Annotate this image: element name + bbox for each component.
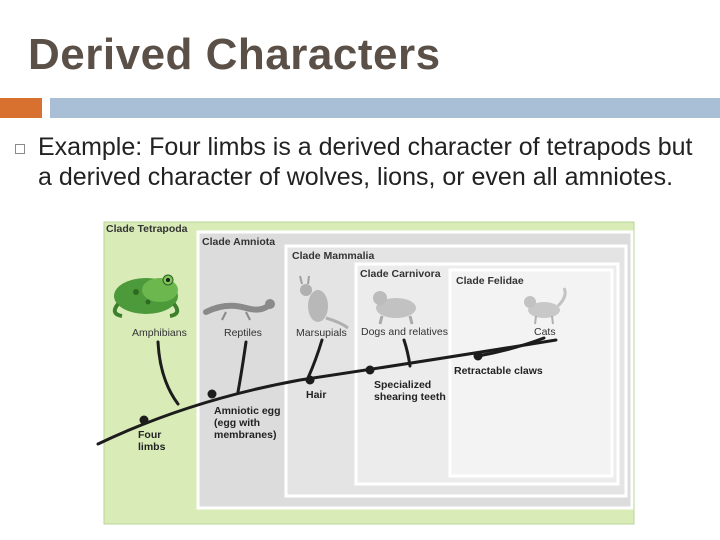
accent-bar-blue — [50, 98, 720, 118]
character-amniotic-egg: Amniotic egg (egg with membranes) — [214, 405, 283, 441]
clade-amniota-box — [196, 230, 634, 510]
clade-felidae-box — [448, 268, 614, 478]
clade-label-amniota: Clade Amniota — [202, 236, 275, 248]
bullet-square-icon — [15, 144, 25, 154]
clade-mammalia-box — [284, 244, 628, 498]
cat-illustration — [524, 287, 567, 325]
character-markers — [139, 351, 483, 425]
character-retractable-claws: Retractable claws — [454, 365, 543, 377]
clade-label-felidae: Clade Felidae — [456, 275, 524, 287]
taxon-label-reptiles: Reptiles — [224, 327, 262, 339]
clade-tetrapoda-box — [103, 221, 635, 525]
taxon-label-amphibians: Amphibians — [132, 327, 187, 339]
accent-bar-orange — [0, 98, 42, 118]
clade-label-tetrapoda: Clade Tetrapoda — [106, 223, 188, 235]
clade-carnivora-box — [354, 262, 620, 486]
bullet-text: Example: Four limbs is a derived charact… — [38, 133, 693, 191]
dog-illustration — [373, 291, 416, 325]
slide-title: Derived Characters — [28, 30, 441, 79]
taxon-label-cats: Cats — [534, 326, 556, 338]
taxon-label-dogs: Dogs and relatives — [361, 326, 448, 338]
character-hair: Hair — [306, 389, 326, 401]
cladogram-tree — [96, 336, 558, 446]
clade-label-mammalia: Clade Mammalia — [292, 250, 374, 262]
clade-label-carnivora: Clade Carnivora — [360, 268, 441, 280]
frog-illustration — [112, 274, 180, 318]
character-four-limbs: Four limbs — [138, 429, 166, 453]
character-shearing-teeth: Specialized shearing teeth — [374, 379, 446, 403]
kangaroo-illustration — [299, 275, 349, 330]
taxon-label-marsupials: Marsupials — [296, 327, 347, 339]
lizard-illustration — [203, 299, 275, 321]
